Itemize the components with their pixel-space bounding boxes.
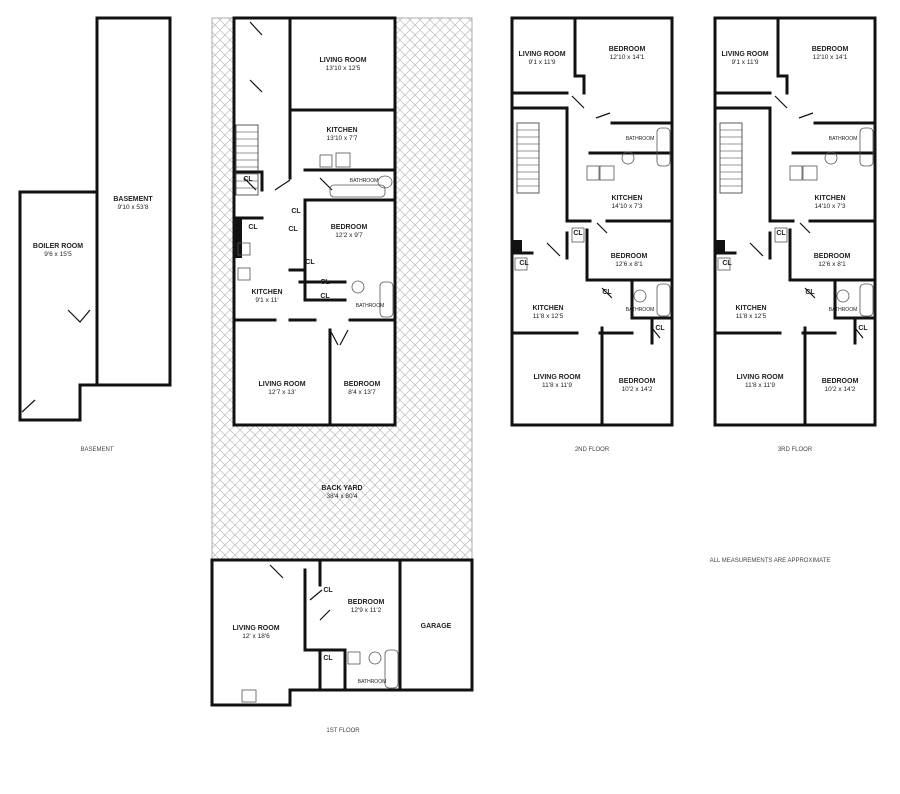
closet-label: CL bbox=[248, 224, 258, 231]
bedroom-rear-label: BEDROOM bbox=[344, 381, 381, 388]
upper-floor-plans: LIVING ROOM 9'1 x 11'9 BEDROOM 12'10 x 1… bbox=[510, 16, 877, 453]
closet-label: CL bbox=[320, 279, 330, 286]
bedroom-front-dims: 12'10 x 14'1 bbox=[610, 54, 645, 61]
living-room-front-label: LIVING ROOM bbox=[518, 51, 565, 58]
living-room-front-dims: 13'10 x 12'5 bbox=[326, 65, 361, 72]
closet-label: CL bbox=[573, 230, 583, 237]
bedroom-front-dims: 12'2 x 9'7 bbox=[335, 232, 363, 239]
living-room-rear-dims: 12'7 x 13' bbox=[268, 389, 295, 396]
closet-label: CL bbox=[722, 260, 732, 267]
closet-label: CL bbox=[655, 325, 665, 332]
closet-label: CL bbox=[602, 289, 612, 296]
basement-room-dims: 9'10 x 53'8 bbox=[117, 204, 148, 211]
living-room-front-dims: 9'1 x 11'9 bbox=[732, 59, 759, 66]
living-room-rear-dims: 11'8 x 11'9 bbox=[542, 382, 572, 389]
closet-label: CL bbox=[291, 208, 301, 215]
living-room-rear-dims: 11'8 x 11'9 bbox=[745, 382, 775, 389]
boiler-room-label: BOILER ROOM bbox=[33, 243, 83, 250]
closet-label: CL bbox=[858, 325, 868, 332]
closet-label: CL bbox=[519, 260, 529, 267]
bedroom-front-label: BEDROOM bbox=[812, 46, 849, 53]
living-room-rear-label: LIVING ROOM bbox=[736, 374, 783, 381]
bedroom-rear-label: BEDROOM bbox=[619, 378, 656, 385]
kitchen-rear-label: KITCHEN bbox=[532, 305, 563, 312]
bedroom-rear-dims: 8'4 x 13'7 bbox=[348, 389, 376, 396]
bathroom-front-label: BATHROOM bbox=[626, 136, 655, 142]
bedroom-front-dims: 12'10 x 14'1 bbox=[813, 54, 848, 61]
kitchen-rear-dims: 11'8 x 12'5 bbox=[533, 313, 564, 320]
closet-label: CL bbox=[776, 230, 786, 237]
floor-caption: 2ND FLOOR bbox=[575, 447, 610, 453]
living-room-front-label: LIVING ROOM bbox=[319, 57, 366, 64]
kitchen-front-dims: 14'10 x 7'3 bbox=[611, 203, 642, 210]
bedroom-mid-dims: 12'6 x 8'1 bbox=[615, 261, 643, 268]
floor-caption: 3RD FLOOR bbox=[778, 447, 813, 453]
back-yard-dims: 38'4 x 80'4 bbox=[326, 493, 357, 500]
kitchen-front-label: KITCHEN bbox=[326, 127, 357, 134]
kitchen-rear-dims: 9'1 x 11' bbox=[255, 297, 278, 304]
cottage-living-room-label: LIVING ROOM bbox=[232, 625, 279, 632]
upper-floor-3-plan: LIVING ROOM 9'1 x 11'9 BEDROOM 12'10 x 1… bbox=[713, 16, 877, 453]
kitchen-front-dims: 14'10 x 7'3 bbox=[814, 203, 845, 210]
living-room-rear-label: LIVING ROOM bbox=[258, 381, 305, 388]
bedroom-rear-dims: 10'2 x 14'2 bbox=[621, 386, 652, 393]
back-yard-label: BACK YARD bbox=[321, 485, 362, 492]
kitchen-rear-label: KITCHEN bbox=[251, 289, 282, 296]
cottage-bedroom-dims: 12'9 x 11'2 bbox=[351, 607, 382, 614]
bedroom-mid-dims: 12'6 x 8'1 bbox=[818, 261, 846, 268]
bathroom-rear-label: BATHROOM bbox=[626, 307, 655, 313]
upper-floor-2-plan: LIVING ROOM 9'1 x 11'9 BEDROOM 12'10 x 1… bbox=[510, 16, 674, 453]
living-room-front-label: LIVING ROOM bbox=[721, 51, 768, 58]
bathroom-front-label: BATHROOM bbox=[829, 136, 858, 142]
closet-label: CL bbox=[320, 293, 330, 300]
bedroom-mid-label: BEDROOM bbox=[814, 253, 851, 260]
first-floor-plan: LIVING ROOM 13'10 x 12'5 KITCHEN 13'10 x… bbox=[210, 16, 474, 734]
bedroom-mid-label: BEDROOM bbox=[611, 253, 648, 260]
cottage-bedroom-label: BEDROOM bbox=[348, 599, 385, 606]
closet-label: CL bbox=[323, 655, 333, 662]
bedroom-rear-dims: 10'2 x 14'2 bbox=[824, 386, 855, 393]
bathroom-rear-label: BATHROOM bbox=[829, 307, 858, 313]
bedroom-rear-label: BEDROOM bbox=[822, 378, 859, 385]
basement-caption: BASEMENT bbox=[80, 447, 113, 453]
measurement-note: ALL MEASUREMENTS ARE APPROXIMATE bbox=[710, 558, 831, 564]
basement-room-label: BASEMENT bbox=[113, 196, 153, 203]
living-room-rear-label: LIVING ROOM bbox=[533, 374, 580, 381]
cottage-bathroom-label: BATHROOM bbox=[358, 679, 387, 685]
kitchen-front-label: KITCHEN bbox=[611, 195, 642, 202]
first-floor-caption: 1ST FLOOR bbox=[326, 728, 360, 734]
bedroom-front-label: BEDROOM bbox=[331, 224, 368, 231]
closet-label: CL bbox=[243, 176, 253, 183]
kitchen-front-label: KITCHEN bbox=[814, 195, 845, 202]
cottage-living-room-dims: 12' x 18'6 bbox=[242, 633, 270, 640]
garage-label: GARAGE bbox=[421, 623, 452, 630]
closet-label: CL bbox=[805, 289, 815, 296]
living-room-front-dims: 9'1 x 11'9 bbox=[529, 59, 556, 66]
boiler-room-dims: 9'6 x 15'5 bbox=[44, 251, 72, 258]
kitchen-rear-dims: 11'8 x 12'5 bbox=[736, 313, 767, 320]
closet-label: CL bbox=[305, 259, 315, 266]
bathroom-front-label: BATHROOM bbox=[350, 178, 379, 184]
basement-plan: BASEMENT 9'10 x 53'8 BOILER ROOM 9'6 x 1… bbox=[18, 16, 172, 453]
kitchen-front-dims: 13'10 x 7'7 bbox=[326, 135, 357, 142]
bedroom-front-label: BEDROOM bbox=[609, 46, 646, 53]
kitchen-rear-label: KITCHEN bbox=[735, 305, 766, 312]
bathroom-rear-label: BATHROOM bbox=[356, 303, 385, 309]
closet-label: CL bbox=[288, 226, 298, 233]
closet-label: CL bbox=[323, 587, 333, 594]
